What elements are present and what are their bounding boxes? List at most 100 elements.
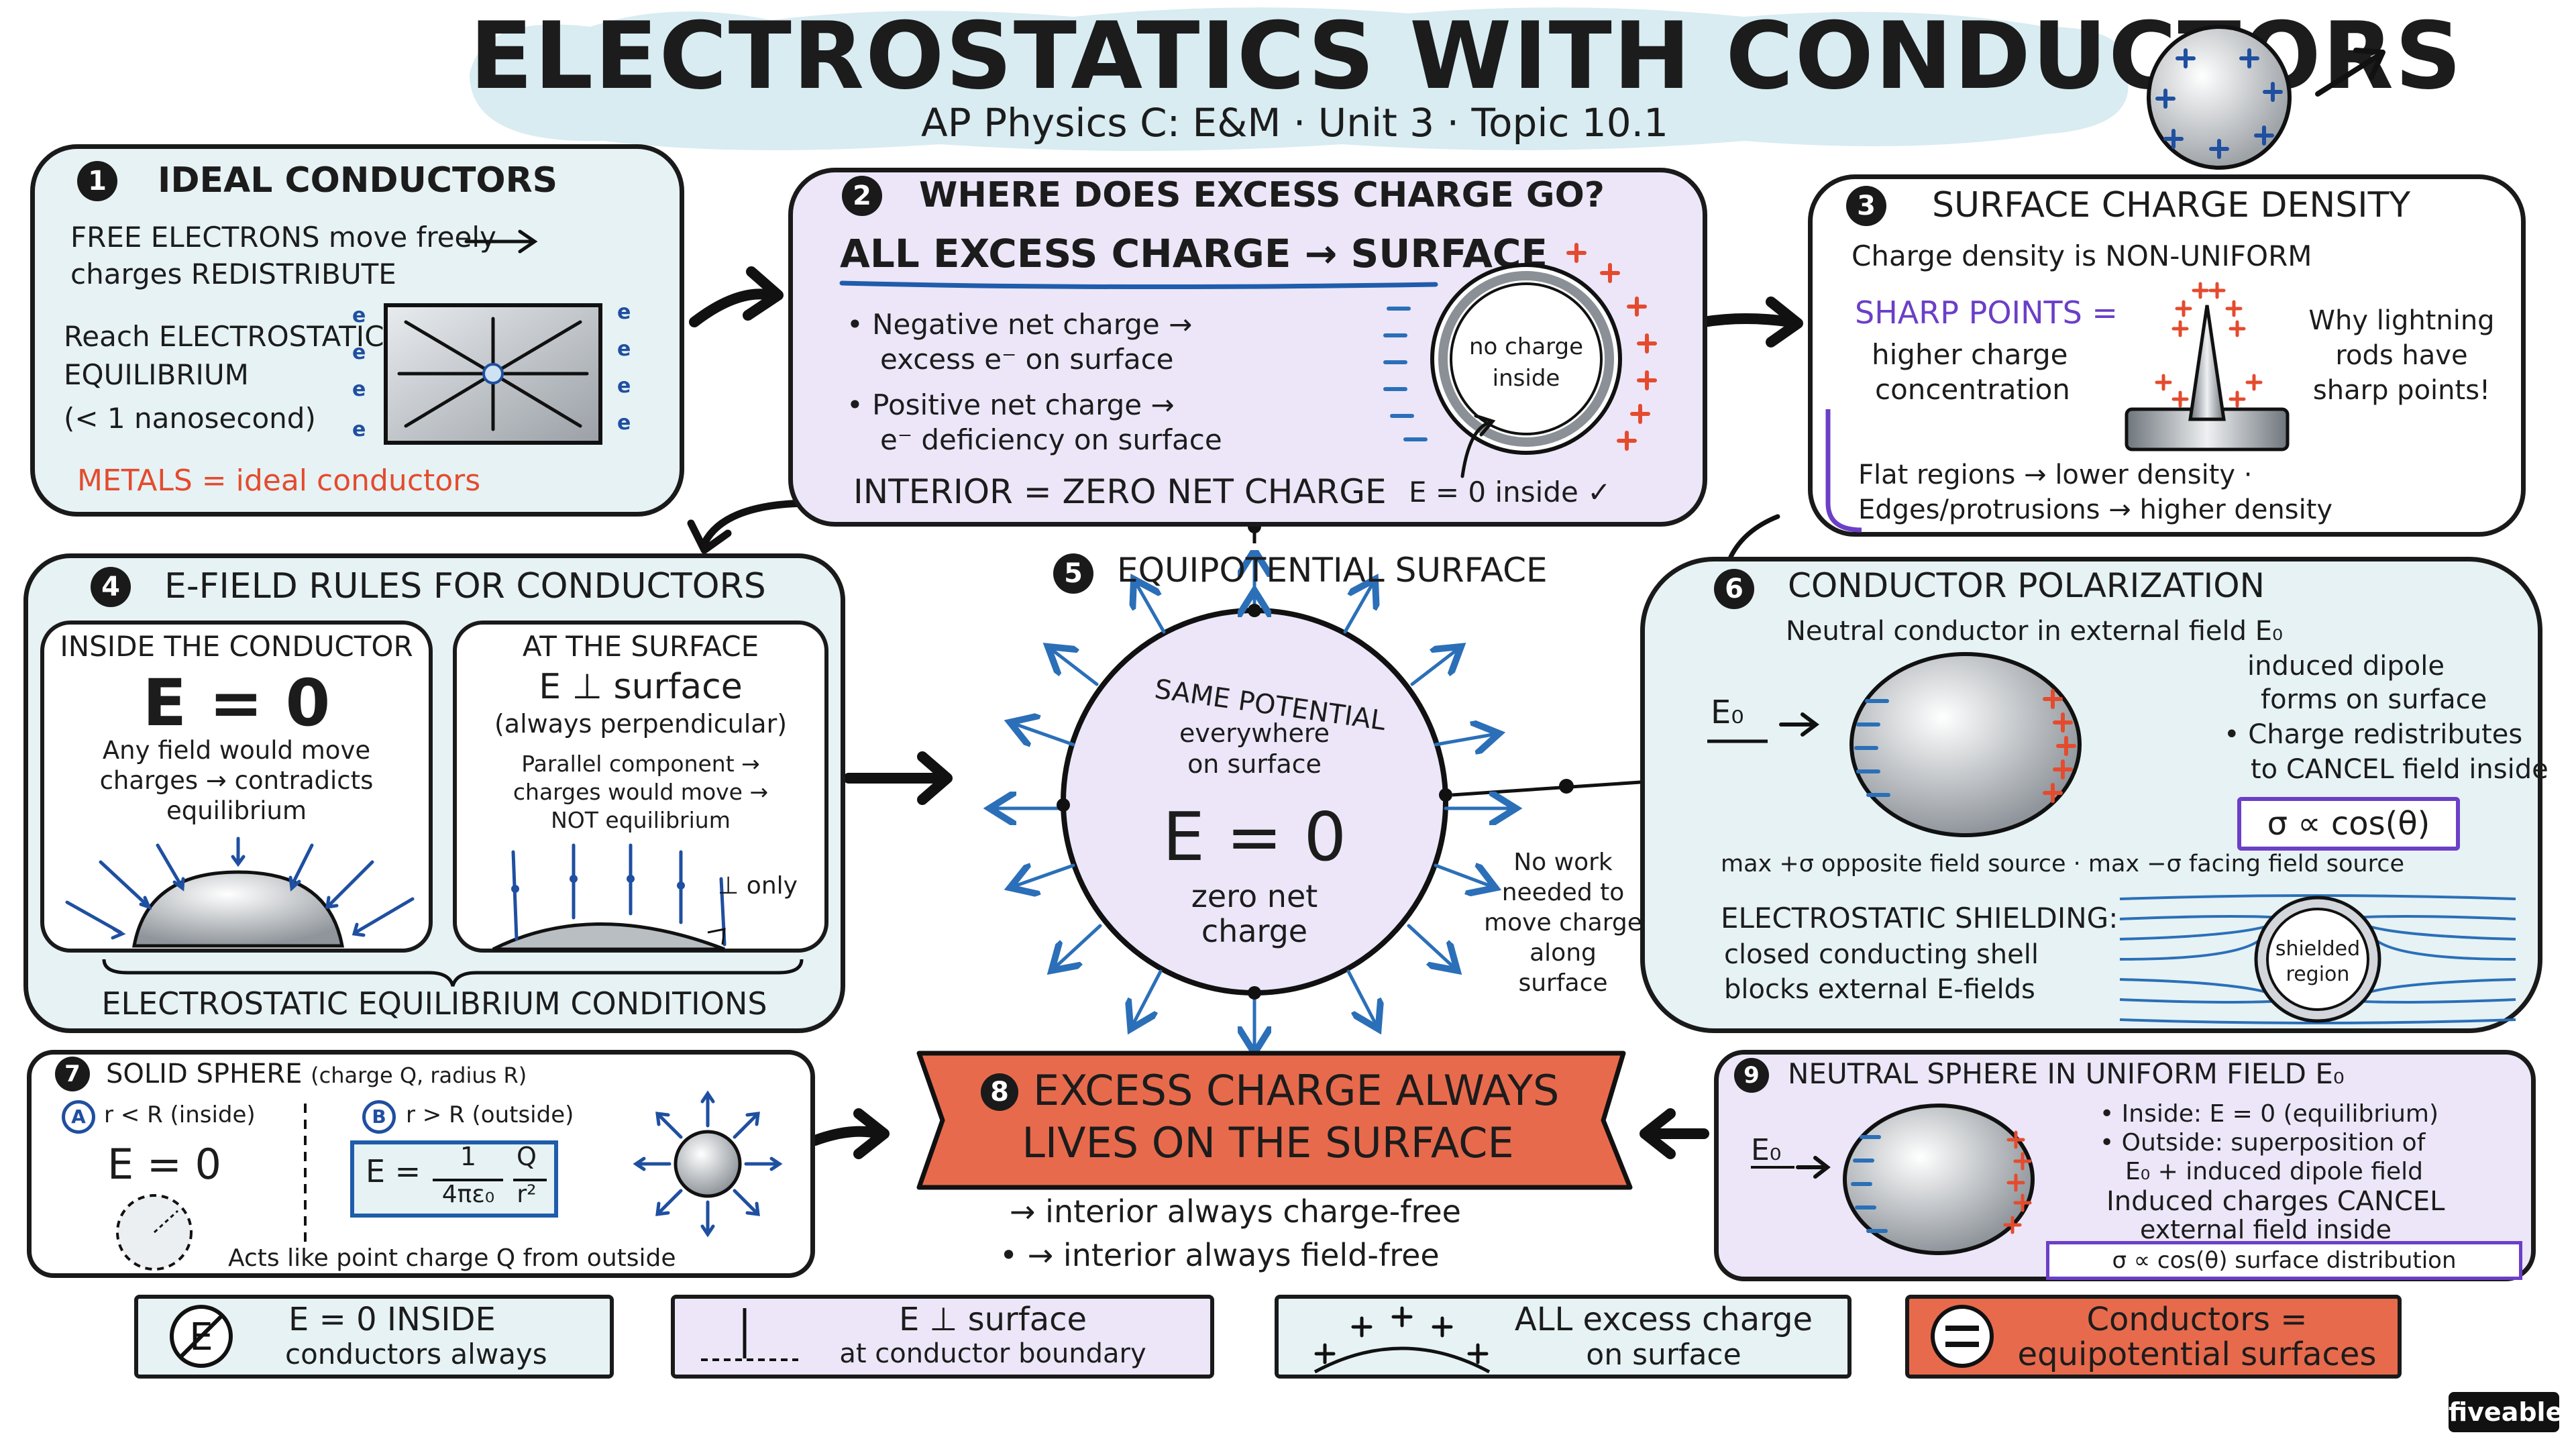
panel-1-line-3: Reach ELECTROSTATIC [64,320,384,353]
inside-dome-diagram [65,837,415,948]
shielding-title: ELECTROSTATIC SHIELDING: [1721,902,2118,934]
panel-2-e-inside: E = 0 inside ✓ [1409,476,1611,508]
key-takeaway-banner [916,1051,1633,1190]
surface-e-perp: E ⊥ surface [539,667,743,707]
panel-7-title-main: SOLID SPHERE [106,1059,303,1089]
formula-1: 1 [460,1142,477,1171]
panel-9-b1: • Inside: E = 0 (equilibrium) [2100,1100,2439,1128]
formula-e: E = [366,1153,421,1189]
summary-4-line-2: equipotential surfaces [2017,1336,2377,1373]
panel-6-r4: to CANCEL field inside [2251,754,2548,785]
surface-title: AT THE SURFACE [522,630,759,663]
banner-sub-2: • → interior always field-free [1000,1237,1440,1273]
panel-7-title: SOLID SPHERE (charge Q, radius R) [106,1059,527,1089]
inside-line-3: equilibrium [166,796,307,825]
panel-4-title: E-FIELD RULES FOR CONDUCTORS [164,566,766,606]
formula-r2: r² [517,1181,537,1208]
summary-2-line-2: at conductor boundary [839,1338,1146,1369]
panel-2-interior: INTERIOR = ZERO NET CHARGE [853,472,1387,511]
panel-number-4: 4 [91,567,131,607]
headline-underline [839,280,1438,290]
summary-2-line-1: E ⊥ surface [898,1301,1087,1338]
page-subtitle: AP Physics C: E&M · Unit 3 · Topic 10.1 [921,100,1668,146]
panel-9-title: NEUTRAL SPHERE IN UNIFORM FIELD E₀ [1788,1057,2345,1090]
inside-line-2: charges → contradicts [99,766,374,795]
no-work-4: along [1529,939,1597,967]
equipotential-diagram [953,550,1556,1060]
panel-3-sharp-points: SHARP POINTS = [1855,294,2118,331]
panel-number-2: 2 [842,176,882,216]
inside-line-1: Any field would move [102,736,371,765]
acts-like-point-charge: Acts like point charge Q from outside [228,1244,676,1272]
perp-only-label: ⊥ only [718,872,798,900]
panel-3-flat: Flat regions → lower density · [1858,460,2253,490]
summary-card-3 [1275,1295,1851,1379]
svg-text:e: e [352,418,366,441]
panel-number-6: 6 [1714,569,1754,609]
surface-line-1: Parallel component → [521,751,760,777]
surface-field-diagram [492,843,727,951]
panel-number-3: 3 [1846,186,1886,226]
panel-3-why-3: sharp points! [2312,375,2491,406]
summary-4-line-1: Conductors = [2086,1301,2308,1338]
panel-3-why-2: rods have [2335,340,2468,371]
svg-text:e: e [617,301,631,324]
banner-line-1: EXCESS CHARGE ALWAYS [1033,1066,1560,1115]
lightning-rod-diagram [2125,282,2290,451]
panel-1-title: IDEAL CONDUCTORS [158,160,558,201]
center-e-zero: E = 0 [1162,798,1347,876]
panel-7-title-small: (charge Q, radius R) [311,1063,527,1088]
surface-charge-icon [1313,1306,1491,1374]
fraction-bars [433,1179,547,1181]
surface-line-3: NOT equilibrium [551,807,731,833]
formula-q: Q [517,1142,537,1171]
panel-6-sub: Neutral conductor in external field E₀ [1786,616,2284,647]
zero-net-2: charge [1201,913,1308,949]
summary-1-line-1: E = 0 INSIDE [288,1301,496,1338]
case-divider [304,1104,307,1244]
brand-logo: fiveable [2449,1392,2563,1432]
conditions-label: ELECTROSTATIC EQUILIBRIUM CONDITIONS [101,985,767,1022]
svg-text:e: e [617,411,631,435]
polarized-sphere-diagram [1707,652,2082,837]
summary-card-2 [671,1295,1214,1379]
hollow-conductor-diagram [1383,243,1657,478]
panel-1-line-5: (< 1 nanosecond) [64,402,316,435]
panel-9-sigma-box: σ ∝ cos(θ) surface distribution [2046,1241,2522,1280]
panel-1-metals: METALS = ideal conductors [77,464,481,498]
no-work-2: needed to [1501,879,1625,906]
panel-9-b4: Induced charges CANCEL [2106,1186,2445,1217]
panel-3-why-1: Why lightning [2308,305,2495,336]
svg-text:e: e [617,374,631,398]
panel-2-headline: ALL EXCESS CHARGE → SURFACE [840,231,1548,276]
panel-2-title: WHERE DOES EXCESS CHARGE GO? [919,175,1605,215]
summary-3-line-1: ALL excess charge [1514,1301,1813,1338]
panel-3-edges: Edges/protrusions → higher density [1858,494,2333,525]
charged-sphere-icon [2147,25,2385,170]
no-field-icon: E [170,1305,233,1368]
panel-1-line-2: charges REDISTRIBUTE [70,258,396,290]
svg-text:e: e [617,337,631,361]
svg-text:e: e [352,304,366,327]
shielded-label-1: shielded [2275,937,2361,961]
case-b-label: r > R (outside) [406,1102,574,1128]
panel-6-r3: • Charge redistributes [2224,719,2523,750]
case-a-label: r < R (inside) [104,1102,256,1128]
equals-icon [1931,1305,1994,1368]
surface-line-2: charges would move → [513,779,769,805]
inside-e-zero: E = 0 [142,665,331,741]
panel-2-bullet-2b: e⁻ deficiency on surface [880,423,1222,456]
summary-1-line-2: conductors always [285,1338,547,1371]
panel-3-line-1: Charge density is NON-UNIFORM [1851,239,2312,272]
badge-b: B [362,1100,396,1134]
panel-6-r1: induced dipole [2247,651,2445,682]
panel-1-line-1: FREE ELECTRONS move freely [70,221,496,254]
ring-label-2: inside [1492,365,1560,392]
panel-3-title: SURFACE CHARGE DENSITY [1932,185,2411,225]
panel-6-title: CONDUCTOR POLARIZATION [1788,566,2265,605]
no-work-1: No work [1513,849,1613,876]
surface-sub: (always perpendicular) [494,709,788,739]
panel-2-bullet-1b: excess e⁻ on surface [880,343,1174,376]
panel-6-r2: forms on surface [2261,684,2487,715]
